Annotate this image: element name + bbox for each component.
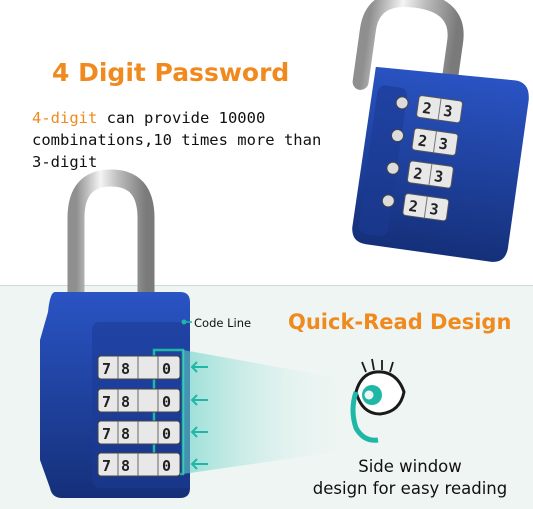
- side-caption-line-2: design for easy reading: [312, 479, 508, 498]
- view-beam: [183, 350, 350, 474]
- page-title: 4 Digit Password: [52, 58, 290, 87]
- side-window-caption: Side window design for easy reading: [304, 456, 516, 500]
- front-dial-3-digit-c: 0: [162, 425, 171, 443]
- top-dial-3-digit-b: 3: [433, 167, 444, 186]
- front-dial-4-digit-a: 7: [102, 457, 111, 475]
- top-dial-3-digit-a: 2: [412, 164, 423, 183]
- front-dial-4-digit-c: 0: [162, 457, 171, 475]
- top-dial-4-digit-a: 2: [408, 197, 419, 216]
- top-dial-4: 2 3: [381, 193, 450, 222]
- top-dial-1: 2 3: [395, 95, 464, 124]
- front-dial-1: 7 8 0: [97, 355, 181, 380]
- front-dial-4: 7 8 0: [97, 452, 181, 477]
- front-dial-2-digit-b: 8: [121, 393, 130, 411]
- description-line-1: 4-digit can provide 10000: [32, 107, 362, 129]
- top-dial-2: 2 3: [390, 127, 459, 156]
- front-dial-2-digit-a: 7: [102, 393, 111, 411]
- code-line-label: Code Line: [194, 316, 252, 330]
- eye-icon: [350, 358, 406, 443]
- description-line-2: combinations,10 times more than: [32, 131, 322, 149]
- front-dial-2: 7 8 0: [97, 388, 181, 413]
- arrow-left-icon: [190, 426, 208, 438]
- top-dial-1-digit-a: 2: [421, 99, 432, 118]
- front-dial-3: 7 8 0: [97, 420, 181, 445]
- top-dial-3: 2 3: [386, 160, 454, 189]
- arrow-left-icon: [190, 458, 208, 470]
- top-dial-2-digit-a: 2: [417, 132, 428, 151]
- quick-read-title: Quick-Read Design: [288, 310, 512, 334]
- top-shackle: [352, 0, 464, 103]
- side-caption-line-1: Side window: [358, 457, 462, 476]
- front-shackle: [67, 169, 155, 309]
- code-line-pointer: [181, 319, 192, 325]
- front-dial-1-digit-a: 7: [102, 360, 111, 378]
- top-dial-2-digit-b: 3: [438, 134, 449, 153]
- top-dial-4-digit-b: 3: [428, 200, 439, 219]
- description-line-1-rest: can provide 10000: [97, 109, 266, 127]
- front-dial-1-digit-c: 0: [162, 360, 171, 378]
- arrow-left-icon: [190, 394, 208, 406]
- description-highlight: 4-digit: [32, 109, 98, 127]
- top-dial-1-digit-b: 3: [442, 102, 453, 121]
- front-dial-3-digit-b: 8: [121, 425, 130, 443]
- description-line-3: 3-digit: [32, 153, 98, 171]
- front-padlock: 7 8 0 7 8 0 7 8 0 7 8: [40, 169, 190, 498]
- front-dial-2-digit-c: 0: [162, 393, 171, 411]
- feature-description: 4-digit can provide 10000 combinations,1…: [32, 107, 362, 173]
- top-padlock: 2 3 2 3 2 3 2 3: [352, 0, 529, 262]
- front-dial-1-digit-b: 8: [121, 360, 130, 378]
- arrow-icons: [190, 361, 208, 470]
- front-dial-4-digit-b: 8: [121, 457, 130, 475]
- arrow-left-icon: [190, 361, 208, 373]
- front-dial-3-digit-a: 7: [102, 425, 111, 443]
